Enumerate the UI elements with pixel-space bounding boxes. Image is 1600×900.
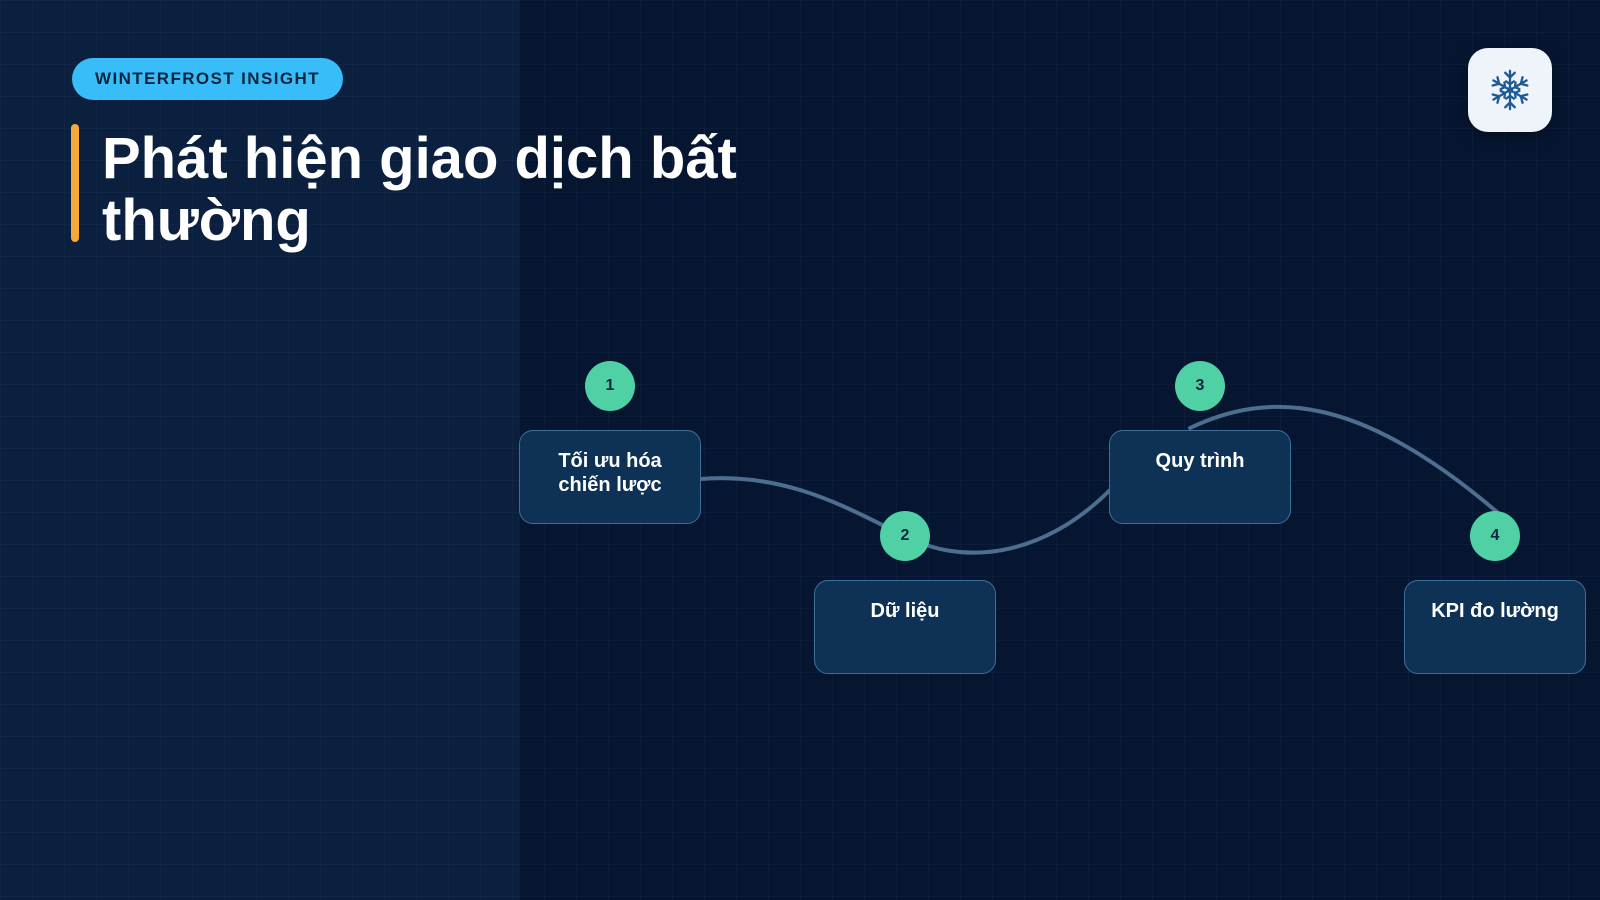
step-number-1: 1 bbox=[585, 361, 635, 411]
step-card-1: Tối ưu hóa chiến lược bbox=[519, 430, 701, 524]
step-number-3: 3 bbox=[1175, 361, 1225, 411]
step-label-1: Tối ưu hóa chiến lược bbox=[558, 450, 662, 496]
step-card-4: KPI đo lường bbox=[1404, 580, 1586, 674]
brand-badge: WINTERFROST INSIGHT bbox=[72, 58, 343, 100]
connector-2-3 bbox=[903, 488, 1112, 555]
step-card-2: Dữ liệu bbox=[814, 580, 996, 674]
step-label-3: Quy trình bbox=[1155, 450, 1245, 472]
connector-1-2 bbox=[698, 476, 907, 538]
step-label-4: KPI đo lường bbox=[1431, 600, 1559, 622]
snowflake-icon bbox=[1491, 69, 1529, 111]
left-panel bbox=[0, 0, 520, 900]
step-number-2: 2 bbox=[880, 511, 930, 561]
step-label-2: Dữ liệu bbox=[870, 600, 940, 622]
step-card-3: Quy trình bbox=[1109, 430, 1291, 524]
title-accent-bar bbox=[71, 124, 79, 242]
connector-3-4 bbox=[1188, 404, 1499, 514]
page-title: Phát hiện giao dịch bất thường bbox=[102, 126, 737, 253]
logo bbox=[1468, 48, 1552, 132]
step-number-4: 4 bbox=[1470, 511, 1520, 561]
